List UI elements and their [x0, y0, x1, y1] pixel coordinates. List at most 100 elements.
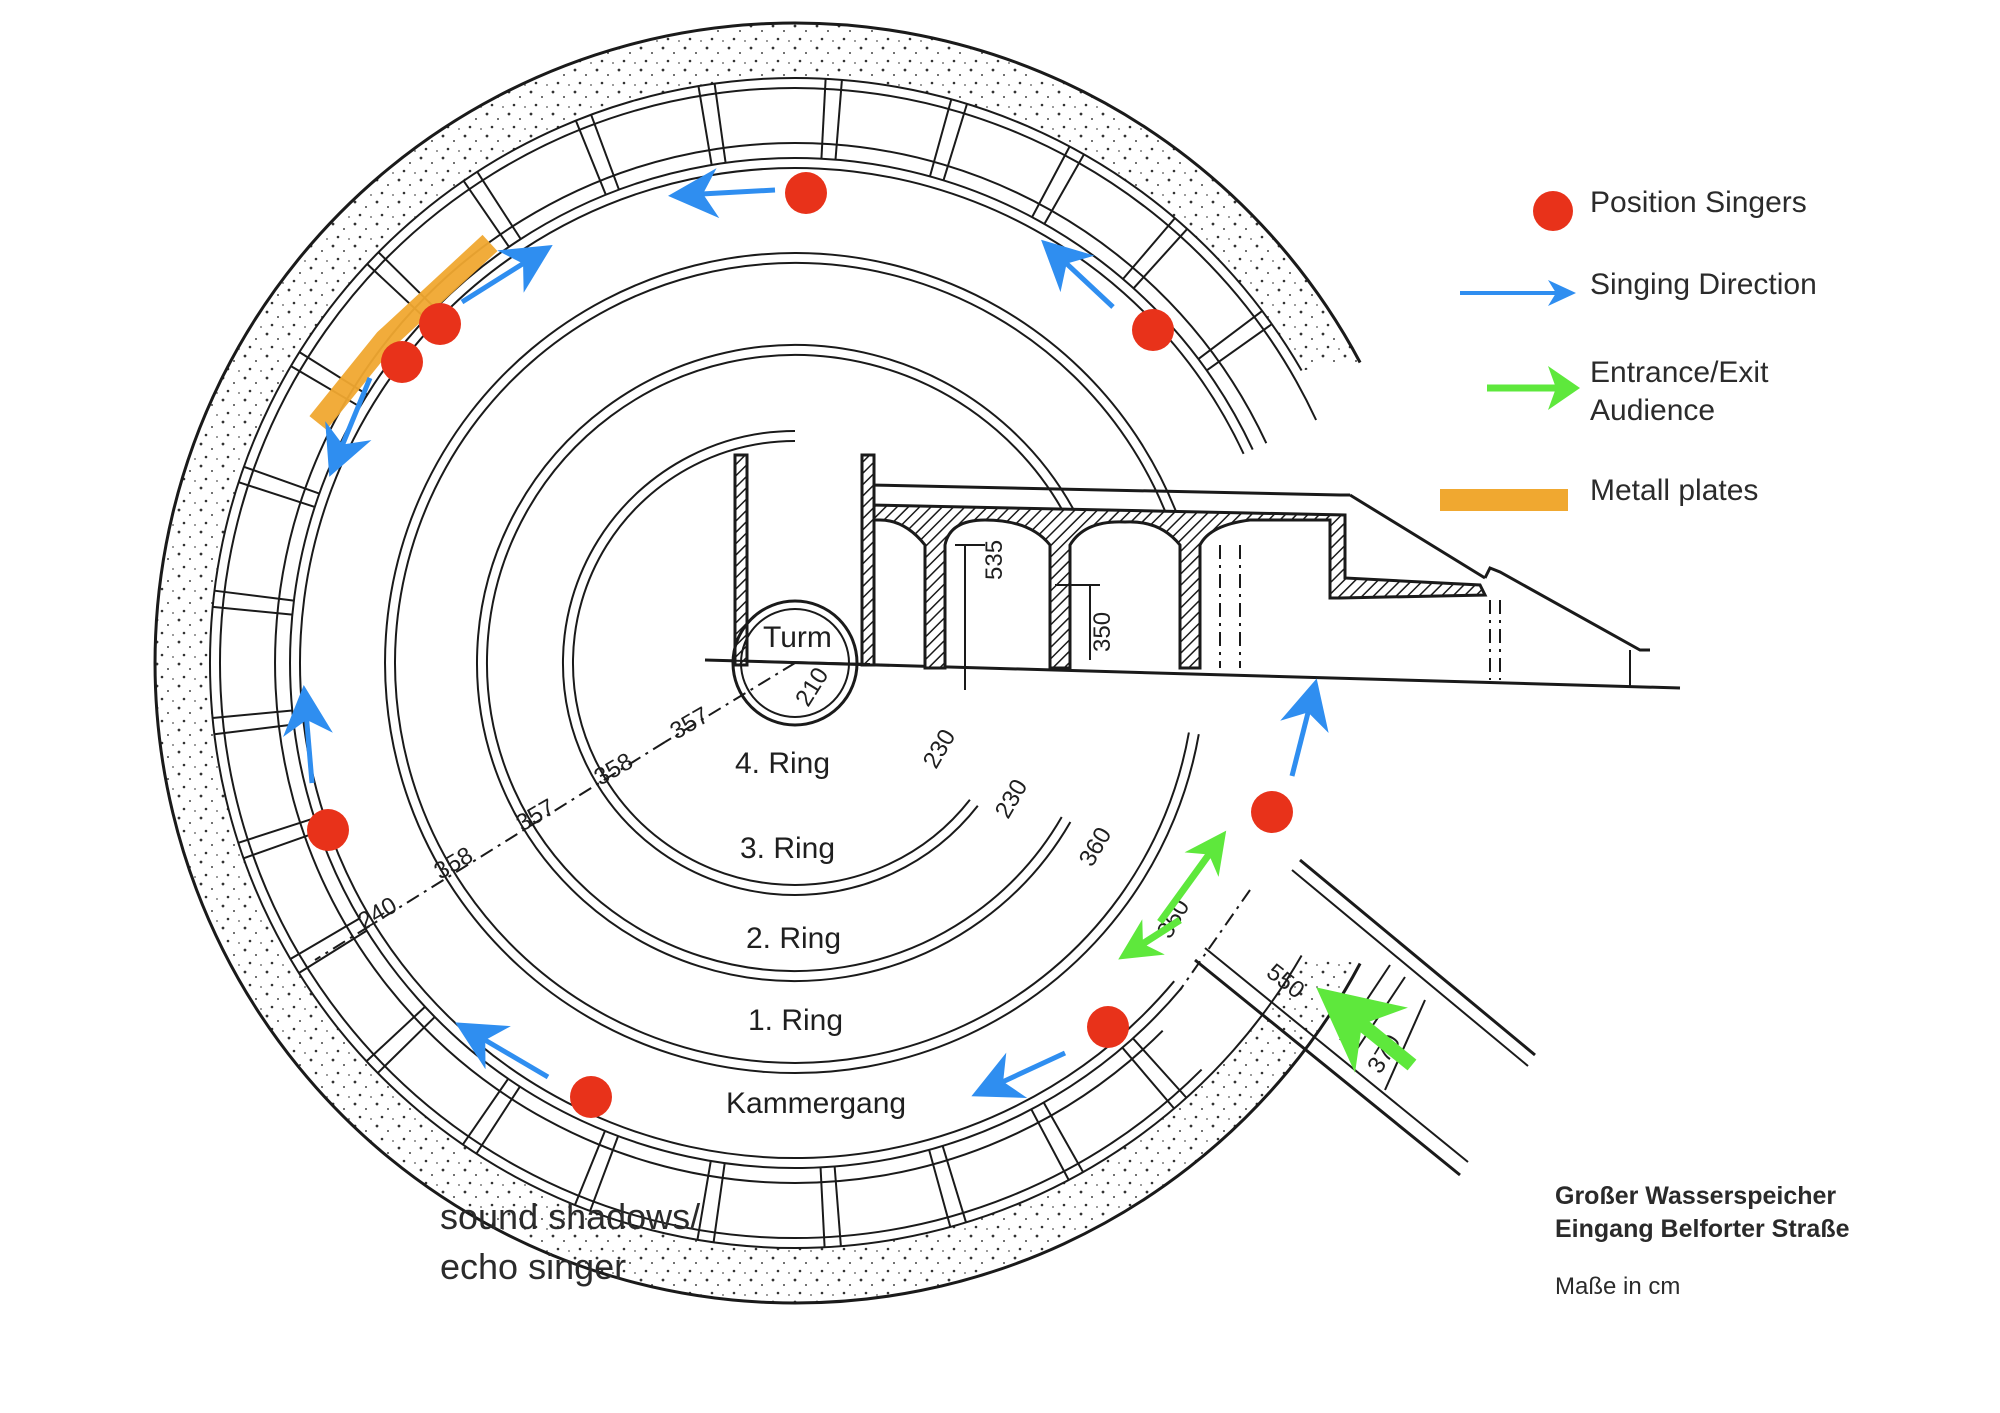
- cell-wall: [590, 114, 620, 191]
- cell-wall: [461, 1078, 510, 1146]
- legend-item-audience: Entrance/Exit Audience: [1430, 354, 1768, 430]
- outer-wall: [153, 21, 1362, 1305]
- cell-wall: [377, 1016, 436, 1074]
- blue-arrow-icon: [1460, 280, 1576, 306]
- cell-wall: [1031, 146, 1071, 218]
- note-line: sound shadows/: [440, 1196, 701, 1237]
- cell-wall: [941, 1145, 967, 1223]
- cell-wall: [1132, 228, 1188, 289]
- singing-arrow: [1280, 678, 1329, 777]
- dim-opening-c: 360: [1074, 823, 1117, 871]
- cell-wall: [1197, 310, 1263, 360]
- legend-item-singers: Position Singers: [1430, 184, 1807, 234]
- legend-label: Position Singers: [1590, 186, 1807, 219]
- legend-item-direction: Singing Direction: [1430, 266, 1817, 316]
- cell-wall: [238, 817, 315, 844]
- dim-opening-b: 230: [990, 775, 1033, 823]
- dim-annex-b: 350: [1089, 612, 1116, 652]
- cell-wall: [833, 1166, 842, 1247]
- cell-wall: [462, 180, 510, 248]
- note-line: echo singer: [440, 1246, 627, 1287]
- plan-title: Großer Wasserspeicher Eingang Belforter …: [1555, 1180, 1850, 1246]
- singing-arrow: [668, 168, 776, 219]
- audience-arrow-double: [1157, 830, 1227, 925]
- singer-positions: [307, 172, 1293, 1118]
- cell-wall: [589, 1135, 620, 1212]
- cell-wall: [1122, 217, 1176, 280]
- cell-wall: [696, 1160, 712, 1240]
- cell-wall: [573, 1130, 606, 1206]
- cell-wall: [1030, 1108, 1070, 1181]
- singing-arrow: [455, 1022, 550, 1080]
- ring-wall-arc: [572, 440, 971, 886]
- ring-wall-arc: [561, 430, 979, 896]
- cell-wall: [365, 1006, 426, 1062]
- singer-position: [381, 341, 423, 383]
- cell-wall: [834, 79, 843, 160]
- tower-label: Turm: [763, 621, 832, 654]
- audience-path-arrows: [1118, 830, 1417, 1073]
- dim-ring4: 357: [666, 702, 714, 745]
- legend-label-line2: Audience: [1590, 394, 1716, 427]
- sound-shadows-note: sound shadows/ echo singer: [440, 1192, 700, 1292]
- legend-label: Metall plates: [1590, 474, 1759, 507]
- ring-wall-arc: [486, 353, 1076, 972]
- legend-item-metal: Metall plates: [1430, 472, 1758, 522]
- cell-wall: [212, 709, 293, 720]
- audience-arrow-entrance: [1316, 987, 1417, 1073]
- cell-wall: [819, 1167, 826, 1248]
- title-line: Großer Wasserspeicher: [1555, 1182, 1837, 1210]
- cell-outer-arc: [218, 87, 1318, 1239]
- ring-1-label: 1. Ring: [748, 1004, 843, 1037]
- ring-wall-arc: [299, 167, 1245, 1159]
- cell-wall: [214, 589, 294, 602]
- tower: [664, 599, 871, 743]
- singer-position: [307, 809, 349, 851]
- cell-wall: [475, 1085, 521, 1155]
- cell-wall: [212, 605, 293, 616]
- cell-wall: [243, 830, 320, 860]
- kammergang-label: Kammergang: [726, 1087, 906, 1120]
- singing-direction-arrows: [283, 168, 1329, 1098]
- cell-wall: [820, 78, 827, 159]
- radial-dimension-line: [314, 741, 666, 961]
- audience-arrow-double: [1118, 917, 1182, 960]
- singer-position: [1251, 791, 1293, 833]
- singing-arrow: [460, 245, 553, 305]
- singing-arrow: [1041, 239, 1115, 309]
- cell-wall: [238, 481, 316, 508]
- units-note: Maße in cm: [1555, 1273, 1681, 1300]
- cell-wall: [574, 120, 607, 196]
- singer-position: [419, 303, 461, 345]
- cell-wall: [214, 723, 294, 736]
- dim-opening-a: 230: [918, 725, 961, 773]
- singer-position: [1087, 1006, 1129, 1048]
- dim-kammergang: 240: [354, 892, 402, 935]
- cell-wall: [1043, 153, 1085, 225]
- cell-inner-arc: [274, 141, 1268, 1184]
- cell-wall: [1206, 323, 1273, 372]
- cell-wall: [243, 465, 320, 495]
- cell-wall: [1132, 1037, 1188, 1099]
- singing-arrow: [971, 1050, 1067, 1098]
- ring-wall-arc: [394, 262, 1190, 1064]
- dim-annex-a: 535: [981, 540, 1008, 580]
- legend-label: Entrance/Exit: [1590, 356, 1769, 389]
- ring-wall-arc: [384, 252, 1200, 1075]
- dim-tower-radius: 210: [790, 663, 834, 711]
- cell-wall: [298, 929, 368, 974]
- cell-wall: [476, 171, 522, 240]
- metal-plates: [309, 234, 498, 430]
- annex-section: [704, 453, 1681, 690]
- dim-ring1: 358: [430, 842, 478, 885]
- ring-wall-arc: [476, 344, 1085, 982]
- cell-wall: [1042, 1102, 1084, 1173]
- singing-arrow: [325, 377, 373, 477]
- ring-3-label: 3. Ring: [740, 832, 835, 865]
- red-dot-icon: [1533, 191, 1573, 231]
- cell-wall: [942, 103, 968, 181]
- title-line: Eingang Belforter Straße: [1555, 1215, 1850, 1243]
- cell-wall: [289, 917, 360, 960]
- cell-wall: [697, 85, 713, 166]
